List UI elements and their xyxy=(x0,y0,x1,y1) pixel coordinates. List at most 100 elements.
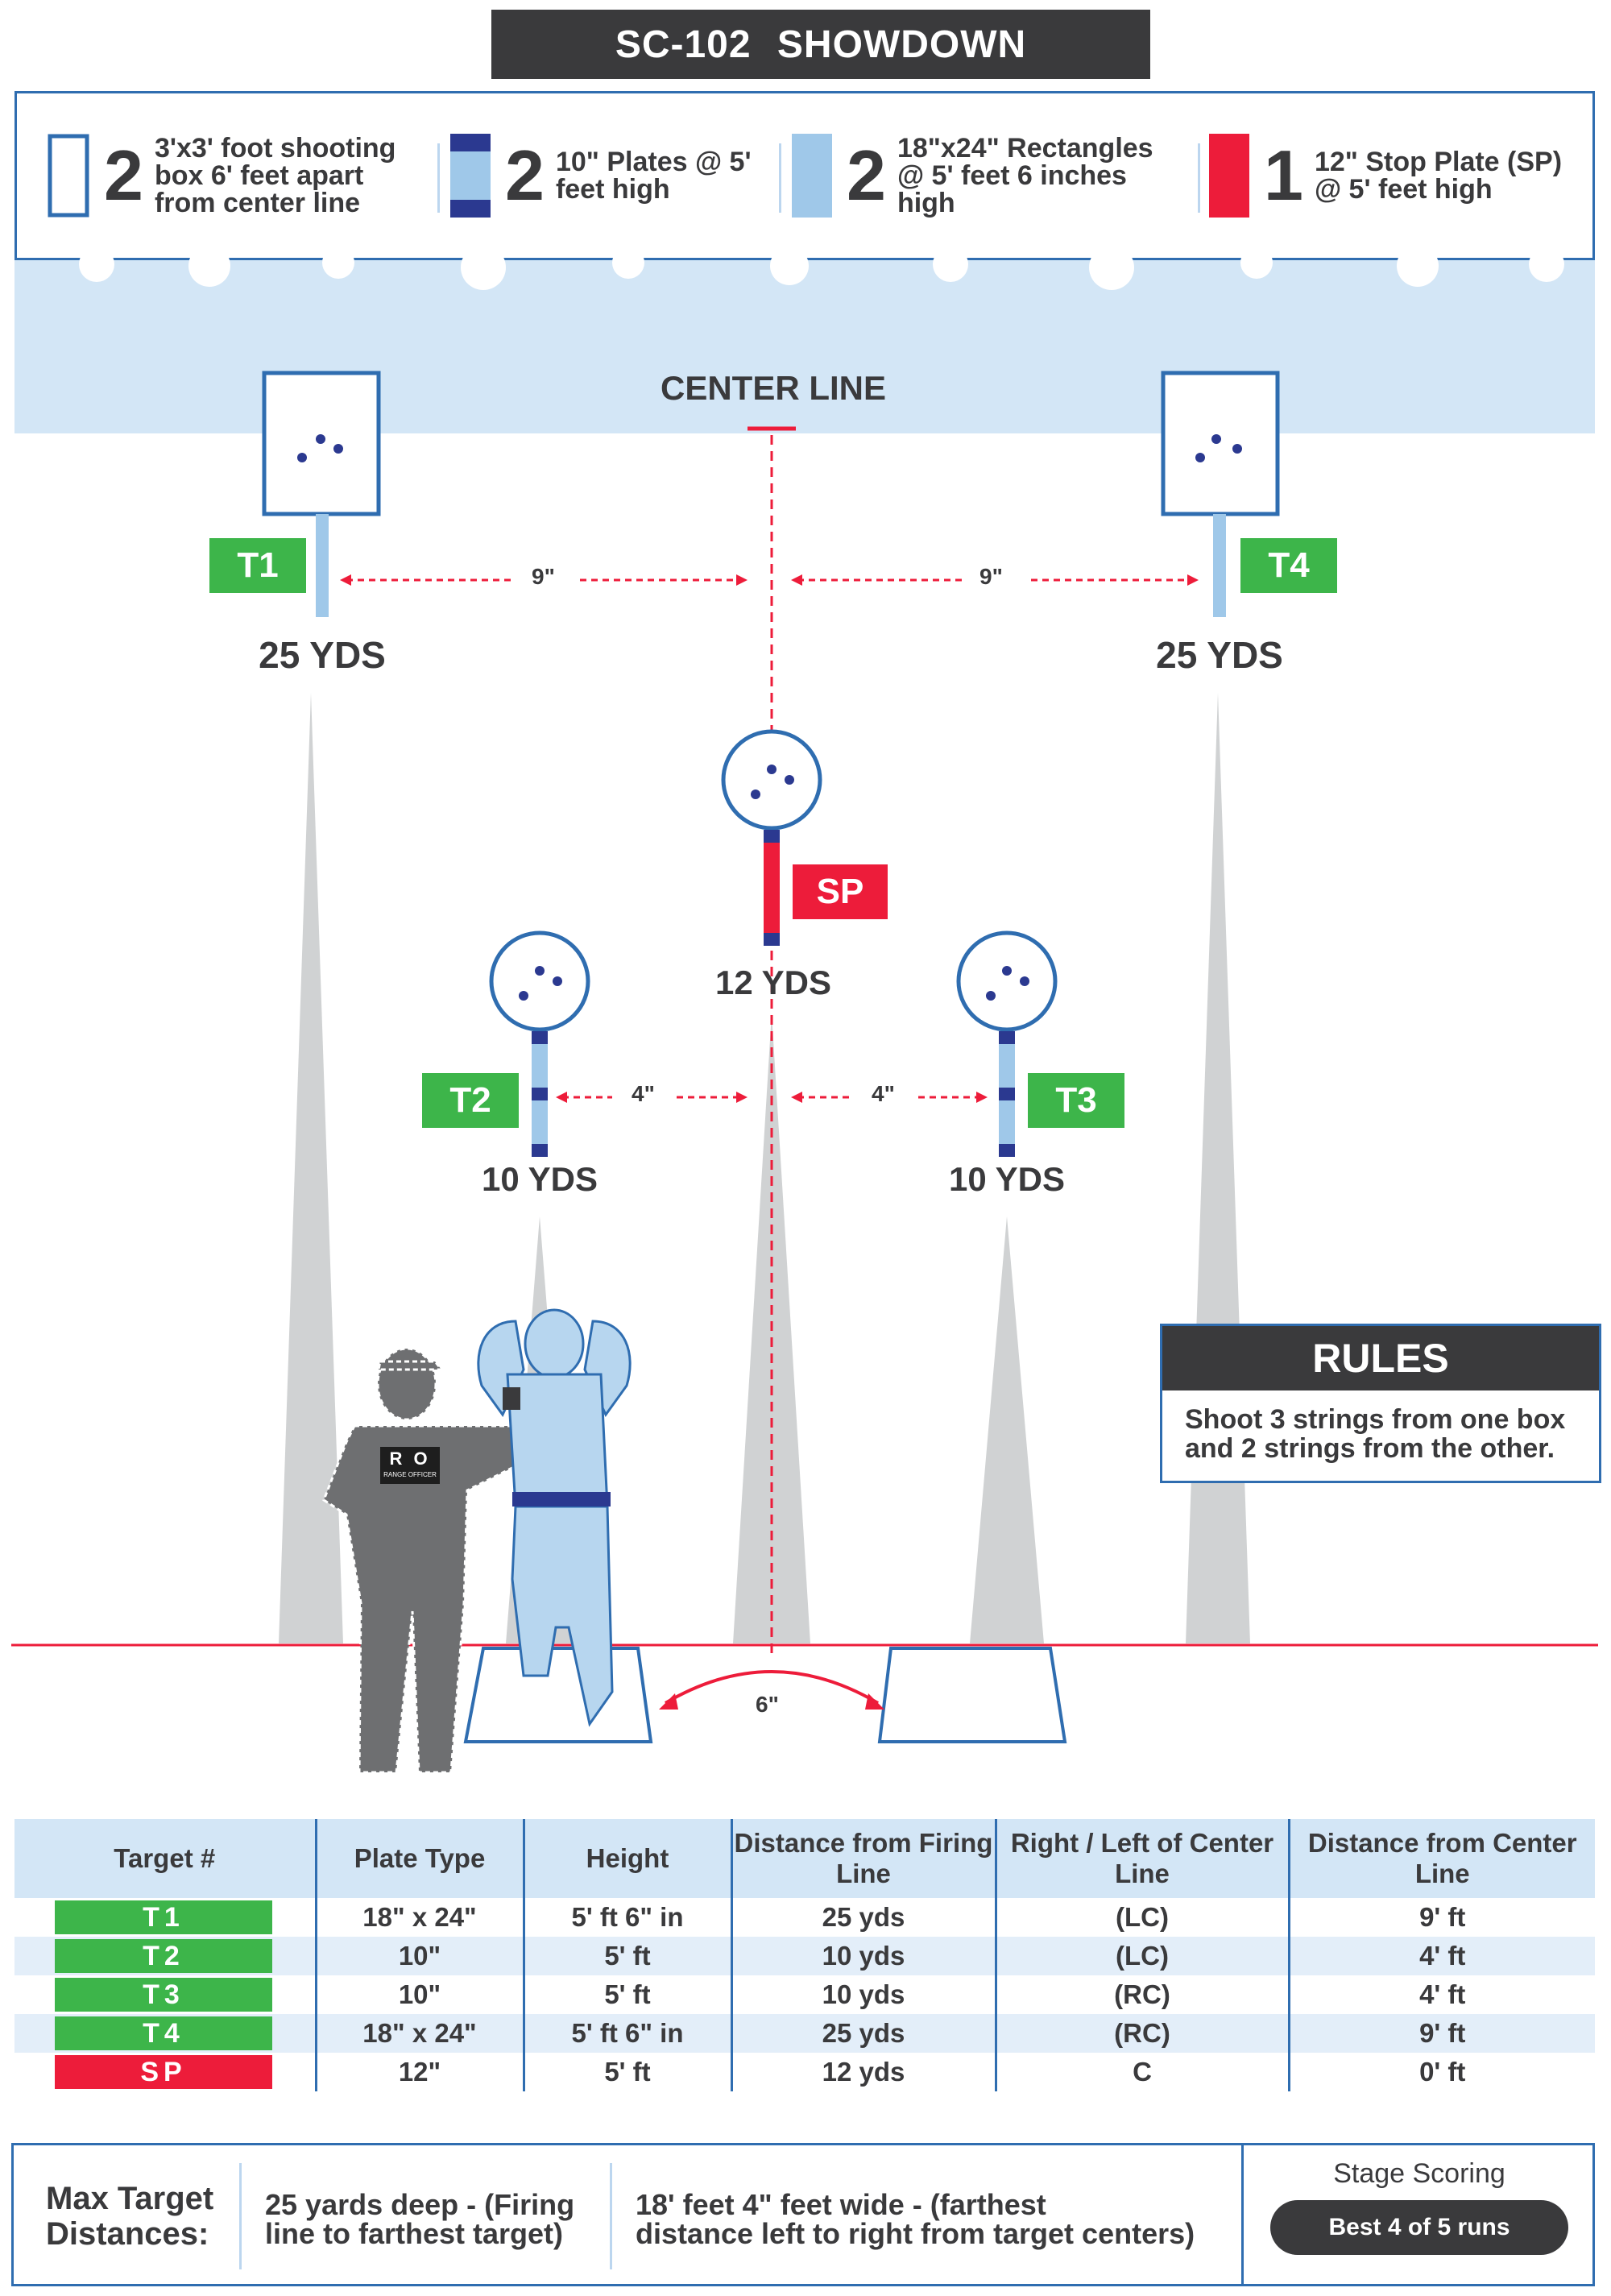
ro-badge-sublabel: RANGE OFFICER xyxy=(383,1471,437,1478)
legend-line: 10" Plates @ 5' xyxy=(555,147,752,177)
shooter-belt xyxy=(512,1492,611,1506)
col-header-plate: Plate Type xyxy=(314,1819,524,1898)
target-pill: T2 xyxy=(55,1939,272,1973)
spacing-label-right-far: 9" xyxy=(973,564,1009,590)
table-row: SP 12" 5' ft 12 yds C 0' ft xyxy=(14,2053,1595,2091)
legend-text: 12" Stop Plate (SP) @ 5' feet high xyxy=(1315,148,1562,203)
cell-height: 5' ft xyxy=(522,2053,731,2091)
footer-label-line: Max Target xyxy=(46,2181,214,2216)
cell-height: 5' ft 6" in xyxy=(522,2014,731,2053)
cell-side: (LC) xyxy=(994,1937,1289,1975)
target-pill: T4 xyxy=(55,2016,272,2050)
box-spacing-label: 6" xyxy=(749,1692,785,1718)
target-t1 xyxy=(262,371,381,617)
table-row: T1 18" x 24" 5' ft 6" in 25 yds (LC) 9' … xyxy=(14,1898,1595,1937)
cell-distance: 25 yds xyxy=(730,1898,996,1937)
ro-badge-label: R O xyxy=(389,1448,431,1469)
target-sp xyxy=(721,729,822,946)
legend-item-plates: 2 10" Plates @ 5' feet high xyxy=(450,93,752,258)
spacing-arrows xyxy=(346,578,1192,1099)
col-header-height: Height xyxy=(522,1819,731,1898)
cell-height: 5' ft 6" in xyxy=(522,1898,731,1937)
footer-label: Max Target Distances: xyxy=(46,2181,213,2252)
cell-side: (RC) xyxy=(994,1975,1289,2014)
legend-divider xyxy=(437,143,440,213)
scoring-label: Stage Scoring xyxy=(1333,2158,1505,2189)
cell-center: 9' ft xyxy=(1287,1898,1595,1937)
cell-distance: 10 yds xyxy=(730,1975,996,2014)
cell-distance: 25 yds xyxy=(730,2014,996,2053)
shooting-box-icon xyxy=(48,134,89,218)
spacing-label-right-near: 4" xyxy=(865,1081,901,1107)
tag-sp: SP xyxy=(793,864,888,919)
shooting-box-left xyxy=(463,1647,653,1743)
target-t4 xyxy=(1161,371,1280,617)
footer-divider xyxy=(239,2163,242,2269)
col-header-side: Right / Left of Center Line xyxy=(994,1819,1289,1898)
legend-count: 2 xyxy=(847,135,886,215)
legend-panel: 2 3'x3' foot shooting box 6' feet apart … xyxy=(14,91,1595,260)
legend-item-stop-plate: 1 12" Stop Plate (SP) @ 5' feet high xyxy=(1209,93,1562,258)
scoring-value: Best 4 of 5 runs xyxy=(1270,2200,1568,2255)
legend-line: feet high xyxy=(555,174,670,205)
rectangle-post-icon xyxy=(792,134,832,218)
tag-t1: T1 xyxy=(209,538,306,593)
legend-line: @ 5' feet high xyxy=(1314,174,1493,205)
legend-item-rectangles: 2 18"x24" Rectangles @ 5' feet 6 inches … xyxy=(792,93,1153,258)
max-distances-footer: Max Target Distances: 25 yards deep - (F… xyxy=(11,2143,1595,2286)
box-spacing-arc xyxy=(664,1670,880,1705)
arc-arrow-right xyxy=(865,1693,884,1710)
cell-plate: 10" xyxy=(314,1975,524,2014)
table-row: T3 10" 5' ft 10 yds (RC) 4' ft xyxy=(14,1975,1595,2014)
center-line-label: CENTER LINE xyxy=(660,369,886,407)
cell-plate: 12" xyxy=(314,2053,524,2091)
cell-side: (RC) xyxy=(994,2014,1289,2053)
cell-distance: 12 yds xyxy=(730,2053,996,2091)
rules-line: and 2 strings from the other. xyxy=(1185,1433,1555,1464)
cell-side: (LC) xyxy=(994,1898,1289,1937)
legend-line: box 6' feet apart xyxy=(154,160,364,191)
stage-diagram xyxy=(11,371,1598,1774)
range-officer-figure xyxy=(322,1347,517,1774)
distance-sp: 12 YDS xyxy=(715,964,831,1001)
cell-plate: 10" xyxy=(314,1937,524,1975)
shooting-box-right xyxy=(877,1647,1067,1743)
rules-text: Shoot 3 strings from one box and 2 strin… xyxy=(1162,1390,1599,1477)
footer-depth-line: line to farthest target) xyxy=(265,2217,564,2250)
legend-line: 18"x24" Rectangles xyxy=(897,133,1153,164)
legend-line: high xyxy=(897,188,955,218)
beam-t1 xyxy=(279,693,343,1643)
target-pill: T1 xyxy=(55,1900,272,1934)
tag-t4: T4 xyxy=(1240,538,1337,593)
legend-line: 3'x3' foot shooting xyxy=(154,133,396,164)
stop-plate-post-icon xyxy=(1209,134,1249,218)
target-pill: T3 xyxy=(55,1978,272,2012)
distance-t3: 10 YDS xyxy=(949,1160,1065,1198)
table-row: T2 10" 5' ft 10 yds (LC) 4' ft xyxy=(14,1937,1595,1975)
arrow-heads xyxy=(340,574,1199,1103)
col-header-distance: Distance from Firing Line xyxy=(730,1819,996,1898)
spacing-label-left-far: 9" xyxy=(525,564,561,590)
beam-t3 xyxy=(970,1216,1044,1643)
legend-divider xyxy=(779,143,781,213)
t1-post xyxy=(316,514,329,617)
legend-count: 1 xyxy=(1264,135,1303,215)
legend-item-shooting-box: 2 3'x3' foot shooting box 6' feet apart … xyxy=(48,93,396,258)
distance-t2: 10 YDS xyxy=(482,1160,598,1198)
table-row: T4 18" x 24" 5' ft 6" in 25 yds (RC) 9' … xyxy=(14,2014,1595,2053)
cell-center: 4' ft xyxy=(1287,1975,1595,2014)
spacing-label-left-near: 4" xyxy=(625,1081,661,1107)
tag-t3: T3 xyxy=(1028,1073,1124,1128)
target-t3 xyxy=(956,930,1058,1157)
col-header-center: Distance from Center Line xyxy=(1287,1819,1595,1898)
legend-text: 3'x3' foot shooting box 6' feet apart fr… xyxy=(155,135,396,217)
targets-table: Target # Plate Type Height Distance from… xyxy=(14,1819,1595,2091)
rules-panel: RULES Shoot 3 strings from one box and 2… xyxy=(1160,1324,1601,1483)
beam-t4 xyxy=(1186,693,1250,1643)
legend-text: 18"x24" Rectangles @ 5' feet 6 inches hi… xyxy=(897,135,1153,217)
t4-post xyxy=(1213,514,1226,617)
page-title: SC-102 SHOWDOWN xyxy=(491,10,1150,79)
cell-height: 5' ft xyxy=(522,1975,731,2014)
footer-divider xyxy=(610,2163,612,2269)
tag-t2: T2 xyxy=(422,1073,519,1128)
